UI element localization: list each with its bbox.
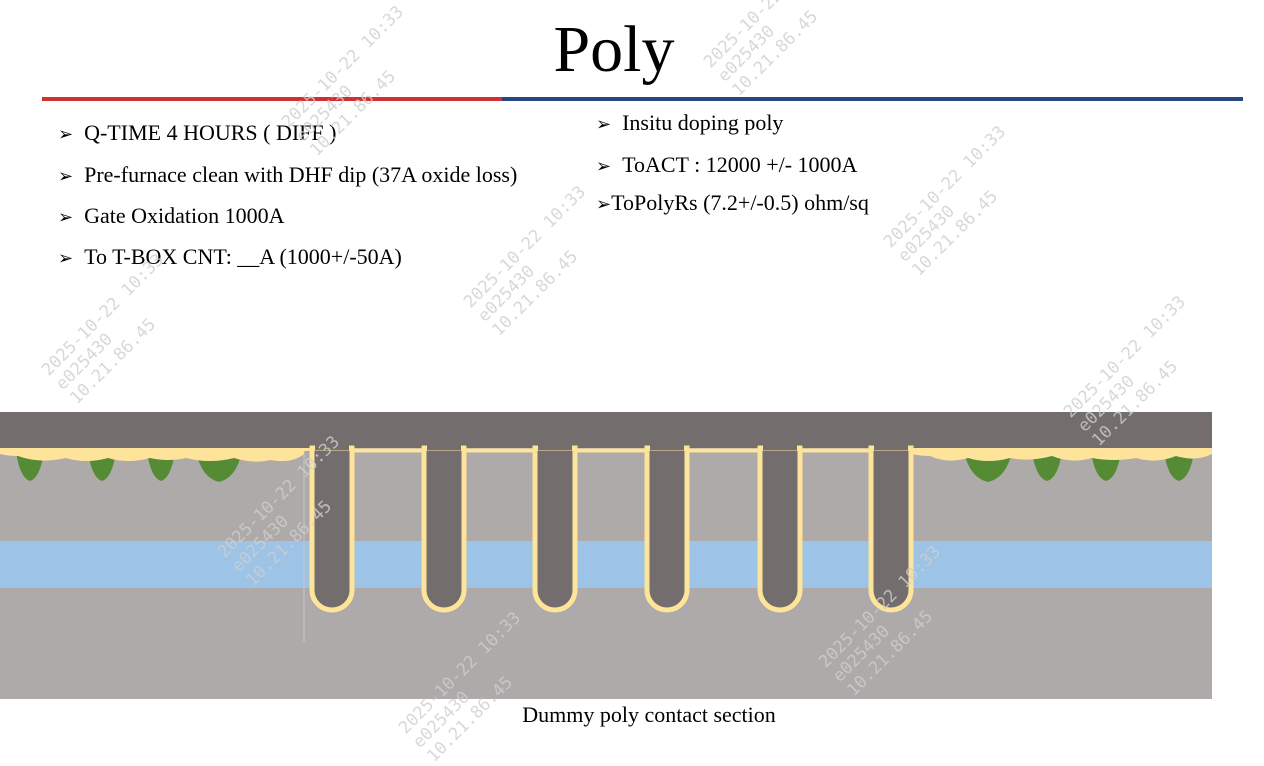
arrow-bullet-icon: ➢ <box>596 156 612 176</box>
trench-group <box>309 412 914 613</box>
cross-section-diagram <box>0 412 1212 699</box>
title-rule-red <box>42 97 502 101</box>
left-bullet-text: Gate Oxidation 1000A <box>84 203 285 228</box>
contact-trench-6 <box>868 445 914 613</box>
arrow-bullet-icon: ➢ <box>58 166 74 186</box>
right-bullet-1: ➢ Insitu doping poly <box>596 110 783 137</box>
trench-cap-4 <box>650 412 684 450</box>
contact-trench-3 <box>532 445 578 613</box>
watermark: 2025-10-22 10:33 e025430 10.21.86.45 <box>460 182 590 341</box>
trench-cap-5 <box>763 412 797 450</box>
left-bullet-2: ➢ Pre-furnace clean with DHF dip (37A ox… <box>58 162 517 189</box>
left-bullet-3: ➢ Gate Oxidation 1000A <box>58 203 285 230</box>
buried-layer <box>0 541 1212 588</box>
left-bullet-text: Pre-furnace clean with DHF dip (37A oxid… <box>84 162 518 187</box>
trench-cap-1 <box>315 412 349 450</box>
arrow-bullet-icon: ➢ <box>58 207 74 227</box>
arrow-bullet-icon: ➢ <box>596 194 612 214</box>
contact-trench-5 <box>757 445 803 613</box>
left-bullet-4: ➢ To T-BOX CNT: __A (1000+/-50A) <box>58 244 402 271</box>
diagram-caption: Dummy poly contact section <box>522 702 776 727</box>
trench-cap-2 <box>427 412 461 450</box>
title-rule-blue <box>502 97 1243 101</box>
contact-trench-1 <box>309 445 355 613</box>
slide-title: Poly <box>553 13 675 86</box>
oxide-bumps-left <box>0 450 304 462</box>
trench-cap-6 <box>874 412 908 450</box>
trench-cap-3 <box>538 412 572 450</box>
left-bullet-1: ➢ Q-TIME 4 HOURS ( DIFF ) <box>58 120 336 147</box>
oxide-bumps-right <box>912 450 1212 461</box>
right-bullet-text: ToPolyRs (7.2+/-0.5) ohm/sq <box>611 190 869 215</box>
arrow-bullet-icon: ➢ <box>58 248 74 268</box>
right-bullet-text: Insitu doping poly <box>622 110 784 135</box>
contact-trench-4 <box>644 445 690 613</box>
contact-trench-2 <box>421 445 467 613</box>
right-bullet-text: ToACT : 12000 +/- 1000A <box>622 152 858 177</box>
watermark: 2025-10-22 10:33 e025430 10.21.86.45 <box>880 122 1010 281</box>
left-bullet-text: To T-BOX CNT: __A (1000+/-50A) <box>84 244 402 269</box>
right-bullet-3: ➢ToPolyRs (7.2+/-0.5) ohm/sq <box>596 190 869 217</box>
poly-layer <box>0 412 1212 448</box>
watermark: 2025-10-22 10:33 e025430 10.21.86.45 <box>38 250 168 409</box>
arrow-bullet-icon: ➢ <box>58 124 74 144</box>
left-bullet-text: Q-TIME 4 HOURS ( DIFF ) <box>84 120 337 145</box>
right-bullet-2: ➢ ToACT : 12000 +/- 1000A <box>596 152 857 179</box>
arrow-bullet-icon: ➢ <box>596 114 612 134</box>
